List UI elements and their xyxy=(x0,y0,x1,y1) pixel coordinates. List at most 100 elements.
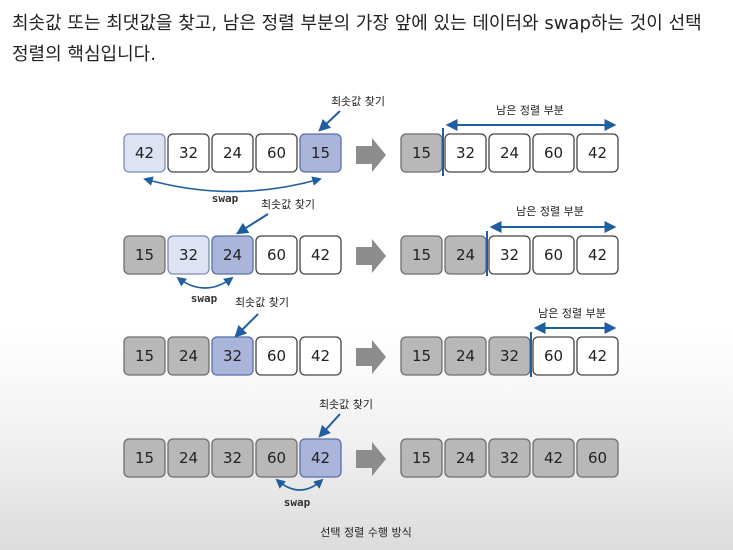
array-cell-value: 32 xyxy=(179,144,198,162)
find-min-pointer-1 xyxy=(318,110,341,132)
find-min-pointer-4 xyxy=(318,413,341,438)
array-cell-value: 24 xyxy=(223,144,242,162)
array-cell-value: 42 xyxy=(311,246,330,264)
array-cell xyxy=(123,133,166,173)
diagram-caption: 선택 정렬 수행 방식 xyxy=(320,526,411,539)
array-cell xyxy=(400,438,443,478)
step-arrow-3 xyxy=(356,340,386,374)
array-cell-value: 42 xyxy=(311,347,330,365)
array-cell-value: 60 xyxy=(544,246,563,264)
array-cell xyxy=(255,336,298,376)
step-arrow-1 xyxy=(356,138,386,172)
array-cell-value: 24 xyxy=(223,246,242,264)
array-cell-value: 24 xyxy=(456,347,475,365)
swap-arc-4 xyxy=(275,478,324,491)
array-cell-value: 15 xyxy=(412,449,431,467)
array-cell xyxy=(576,438,619,478)
array-cell-value: 15 xyxy=(412,144,431,162)
intro-line-1: 최솟값 또는 최댓값을 찾고, 남은 정렬 부분의 가장 앞에 있는 데이터와 … xyxy=(12,13,702,34)
remaining-label-3: 남은 정렬 부분 xyxy=(538,307,606,320)
array-cell-value: 32 xyxy=(223,449,242,467)
array-cell xyxy=(576,235,619,275)
array-cell xyxy=(167,235,210,275)
array-cell xyxy=(488,438,531,478)
array-cell xyxy=(123,336,166,376)
swap-label-1: swap xyxy=(212,192,239,205)
array-cell-value: 32 xyxy=(500,347,519,365)
array-cell-value: 60 xyxy=(267,347,286,365)
array-cell-value: 32 xyxy=(179,246,198,264)
array-cell xyxy=(576,336,619,376)
array-cell xyxy=(167,133,210,173)
array-cell-value: 15 xyxy=(135,449,154,467)
array-cell xyxy=(444,438,487,478)
array-cell-value: 42 xyxy=(588,246,607,264)
array-cell xyxy=(532,336,575,376)
array-cell xyxy=(255,133,298,173)
array-cell xyxy=(123,235,166,275)
find-min-pointer-2 xyxy=(235,213,269,235)
array-cell-value: 42 xyxy=(311,449,330,467)
array-cell-value: 60 xyxy=(544,347,563,365)
array-cell xyxy=(532,133,575,173)
array-cell-value: 24 xyxy=(179,347,198,365)
array-cell-value: 15 xyxy=(412,246,431,264)
array-cell-value: 32 xyxy=(500,449,519,467)
array-cell-value: 15 xyxy=(135,347,154,365)
find-min-pointer-3 xyxy=(234,313,259,338)
array-cell xyxy=(488,235,531,275)
swap-arc-2 xyxy=(176,276,234,289)
array-cell-value: 24 xyxy=(179,449,198,467)
array-cell xyxy=(211,438,254,478)
step-2-after-array: 15 24 32 60 42 xyxy=(400,235,619,275)
array-cell xyxy=(532,235,575,275)
array-cell-value: 60 xyxy=(267,246,286,264)
array-cell xyxy=(400,235,443,275)
find-min-label-4: 최솟값 찾기 xyxy=(319,398,373,411)
array-cell-value: 60 xyxy=(267,449,286,467)
find-min-label-1: 최솟값 찾기 xyxy=(331,95,385,108)
intro-text: 최솟값 또는 최댓값을 찾고, 남은 정렬 부분의 가장 앞에 있는 데이터와 … xyxy=(12,8,727,70)
array-cell-value: 24 xyxy=(500,144,519,162)
remaining-label-2: 남은 정렬 부분 xyxy=(516,205,584,218)
array-cell-value: 60 xyxy=(544,144,563,162)
array-cell-value: 32 xyxy=(456,144,475,162)
swap-label-2: swap xyxy=(191,292,218,305)
step-arrow-2 xyxy=(356,239,386,273)
array-cell xyxy=(299,438,342,478)
array-cell xyxy=(167,438,210,478)
array-cell-value: 60 xyxy=(267,144,286,162)
array-cell-value: 15 xyxy=(135,246,154,264)
array-cell xyxy=(167,336,210,376)
step-4-before-array: 15 24 32 60 42 xyxy=(123,438,342,478)
array-cell xyxy=(255,235,298,275)
array-cell-value: 32 xyxy=(223,347,242,365)
swap-label-4: swap xyxy=(284,496,311,509)
array-cell xyxy=(211,235,254,275)
step-2-before-array: 15 32 24 60 42 xyxy=(123,235,342,275)
swap-arc-1 xyxy=(143,176,322,193)
array-cell-value: 60 xyxy=(588,449,607,467)
array-cell xyxy=(299,336,342,376)
array-cell-value: 42 xyxy=(544,449,563,467)
array-cell xyxy=(123,438,166,478)
array-cell xyxy=(211,336,254,376)
array-cell xyxy=(444,336,487,376)
array-cell-value: 32 xyxy=(500,246,519,264)
array-cell xyxy=(211,133,254,173)
array-cell xyxy=(299,235,342,275)
array-cell xyxy=(400,336,443,376)
array-cell xyxy=(299,133,342,173)
step-3-before-array: 15 24 32 60 42 xyxy=(123,336,342,376)
array-cell xyxy=(532,438,575,478)
array-cell-value: 24 xyxy=(456,246,475,264)
array-cell xyxy=(255,438,298,478)
